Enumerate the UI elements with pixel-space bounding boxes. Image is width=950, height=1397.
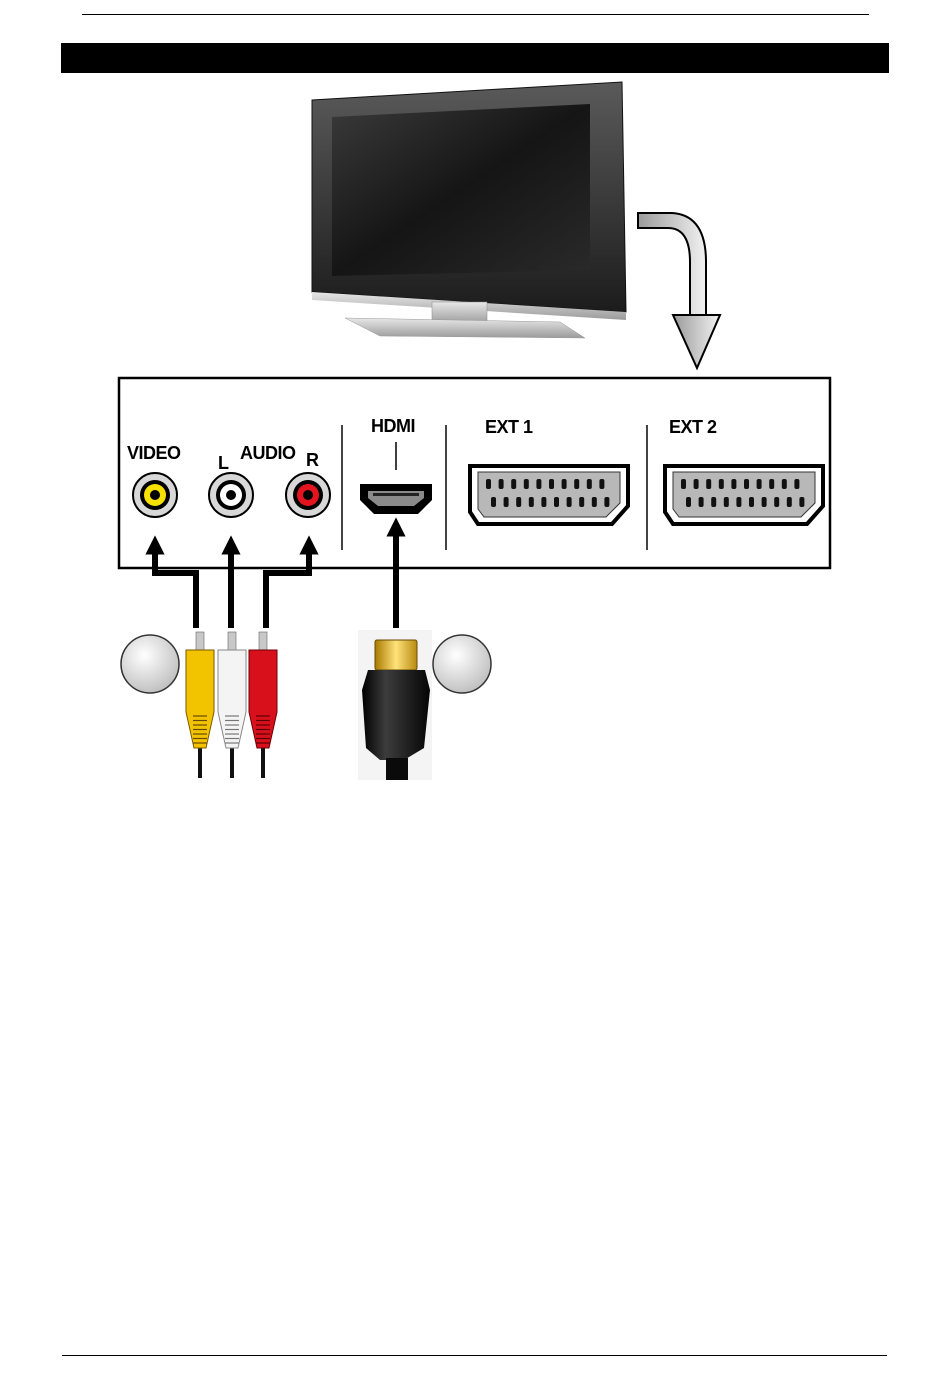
scart-pin: [554, 497, 559, 507]
scart-pin: [706, 479, 711, 489]
hdmi-label: HDMI: [371, 416, 415, 436]
video-label: VIDEO: [127, 443, 181, 463]
scart-pin: [724, 497, 729, 507]
callout-circle-hdmi: [433, 635, 491, 693]
scart-pin: [587, 479, 592, 489]
ext1-scart-port: [470, 466, 628, 524]
scart-pin: [744, 479, 749, 489]
scart-pin: [694, 479, 699, 489]
audio-right-label: R: [306, 450, 319, 470]
scart-pin: [711, 497, 716, 507]
scart-pin: [731, 479, 736, 489]
ext2-scart-port: [665, 466, 823, 524]
rca-cable-plugs: [186, 632, 277, 778]
scart-pin: [749, 497, 754, 507]
scart-pin: [592, 497, 597, 507]
yellow-video-plug: [186, 632, 214, 748]
scart-pin: [757, 479, 762, 489]
scart-pin: [511, 479, 516, 489]
scart-pin: [499, 479, 504, 489]
hdmi-cable-plug: [358, 630, 432, 780]
audio-left-label: L: [218, 453, 229, 473]
scart-pin: [491, 497, 496, 507]
scart-pin: [529, 497, 534, 507]
scart-pin: [782, 479, 787, 489]
scart-pin: [686, 497, 691, 507]
flat-screen-tv-illustration: [312, 82, 626, 338]
scart-pin: [524, 479, 529, 489]
audio-right-rca-jack: [286, 473, 330, 517]
scart-pin: [549, 479, 554, 489]
scart-pin: [604, 497, 609, 507]
scart-pin: [486, 479, 491, 489]
white-audio-plug: [218, 632, 246, 748]
audio-left-rca-jack: [209, 473, 253, 517]
curved-down-arrow-icon: [638, 213, 720, 368]
scart-pin: [787, 497, 792, 507]
scart-pin: [681, 479, 686, 489]
scart-pin: [541, 497, 546, 507]
scart-pin: [762, 497, 767, 507]
scart-pin: [774, 497, 779, 507]
scart-pin: [536, 479, 541, 489]
scart-pin: [799, 497, 804, 507]
scart-pin: [736, 497, 741, 507]
audio-label: AUDIO: [240, 443, 296, 463]
hdmi-port: [360, 484, 432, 514]
scart-pin: [574, 479, 579, 489]
scart-pin: [599, 479, 604, 489]
callout-circle-rca: [121, 635, 179, 693]
scart-pin: [794, 479, 799, 489]
scart-pin: [719, 479, 724, 489]
video-rca-jack: [133, 473, 177, 517]
red-audio-plug: [249, 632, 277, 748]
scart-pin: [769, 479, 774, 489]
scart-pin: [562, 479, 567, 489]
ext1-label: EXT 1: [485, 417, 533, 437]
scart-pin: [579, 497, 584, 507]
scart-pin: [699, 497, 704, 507]
scart-pin: [504, 497, 509, 507]
footer-rule: [62, 1355, 887, 1356]
connection-diagram: VIDEO L AUDIO R HDMI EXT 1 EXT 2: [0, 0, 950, 800]
scart-pin: [567, 497, 572, 507]
ext2-label: EXT 2: [669, 417, 717, 437]
scart-pin: [516, 497, 521, 507]
